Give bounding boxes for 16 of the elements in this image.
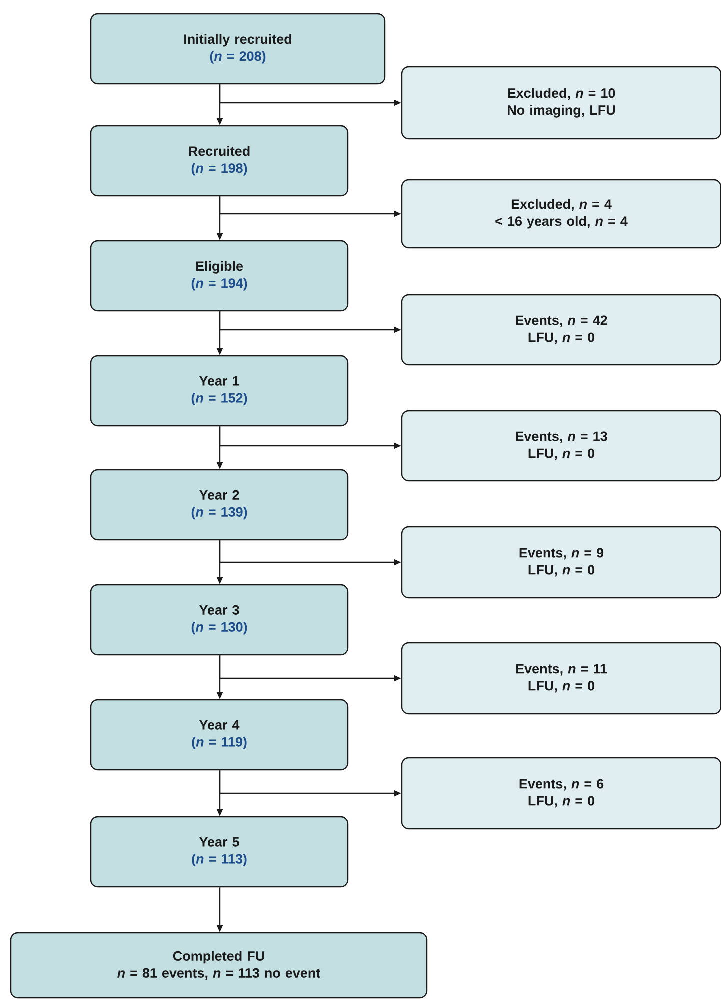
stage-box: Initially recruited (n = 208)	[90, 13, 386, 85]
exclusion-box: Events, n = 42 LFU, n = 0	[401, 294, 721, 366]
exclusion-box: Excluded, n = 10 No imaging, LFU	[401, 66, 721, 140]
stage-box: Eligible (n = 194)	[90, 240, 349, 312]
exclusion-box: Events, n = 9 LFU, n = 0	[401, 526, 721, 599]
stage-box: Year 3 (n = 130)	[90, 584, 349, 656]
stage-box: Year 2 (n = 139)	[90, 469, 349, 541]
stage-box: Year 1 (n = 152)	[90, 355, 349, 427]
exclusion-box: Events, n = 13 LFU, n = 0	[401, 410, 721, 482]
stage-box: Recruited (n = 198)	[90, 125, 349, 197]
outcome-box: Completed FU n = 81 events, n = 113 no event	[10, 932, 428, 999]
stage-box: Year 5 (n = 113)	[90, 816, 349, 888]
exclusion-box: Events, n = 11 LFU, n = 0	[401, 642, 721, 715]
exclusion-box: Events, n = 6 LFU, n = 0	[401, 757, 721, 830]
exclusion-box: Excluded, n = 4 < 16 years old, n = 4	[401, 179, 721, 249]
stage-box: Year 4 (n = 119)	[90, 699, 349, 771]
